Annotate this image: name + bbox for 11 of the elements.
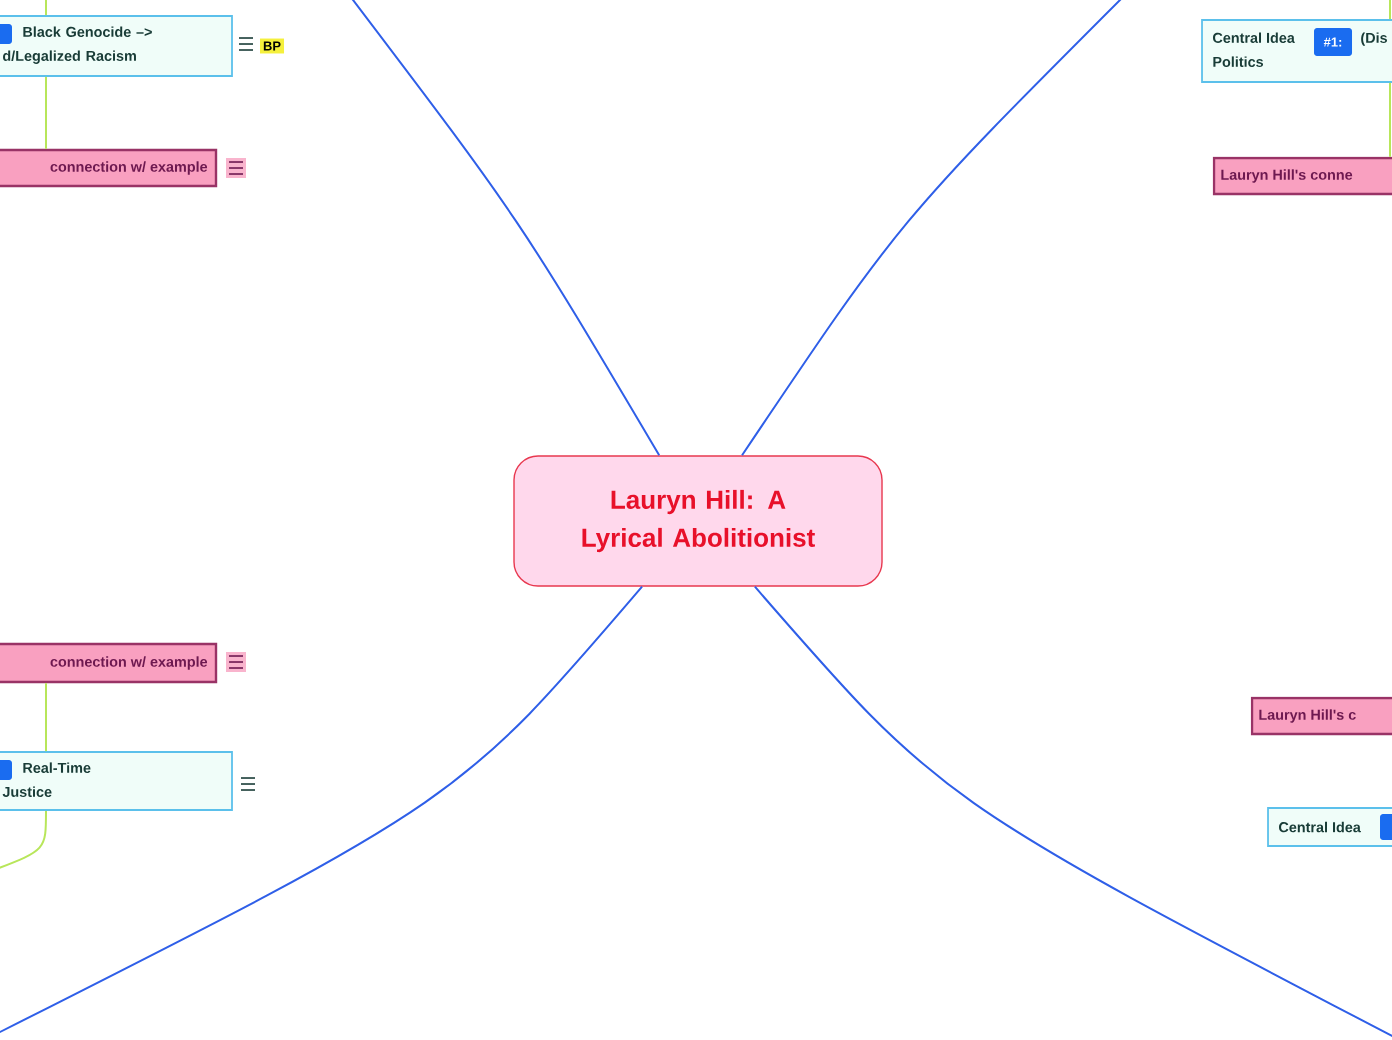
connector-line [1389,0,1391,21]
connector-line [0,809,47,871]
connector-line [0,585,644,1035]
connector-line [1389,81,1391,158]
connector-line [45,75,47,150]
connector-line [45,0,47,17]
connector-line [349,0,661,457]
connector-line [45,682,47,753]
connector-line [753,585,1392,1039]
connector-line [741,0,1125,457]
central-topic-box: Lauryn Hill: A Lyrical Abolitionist [513,455,883,587]
